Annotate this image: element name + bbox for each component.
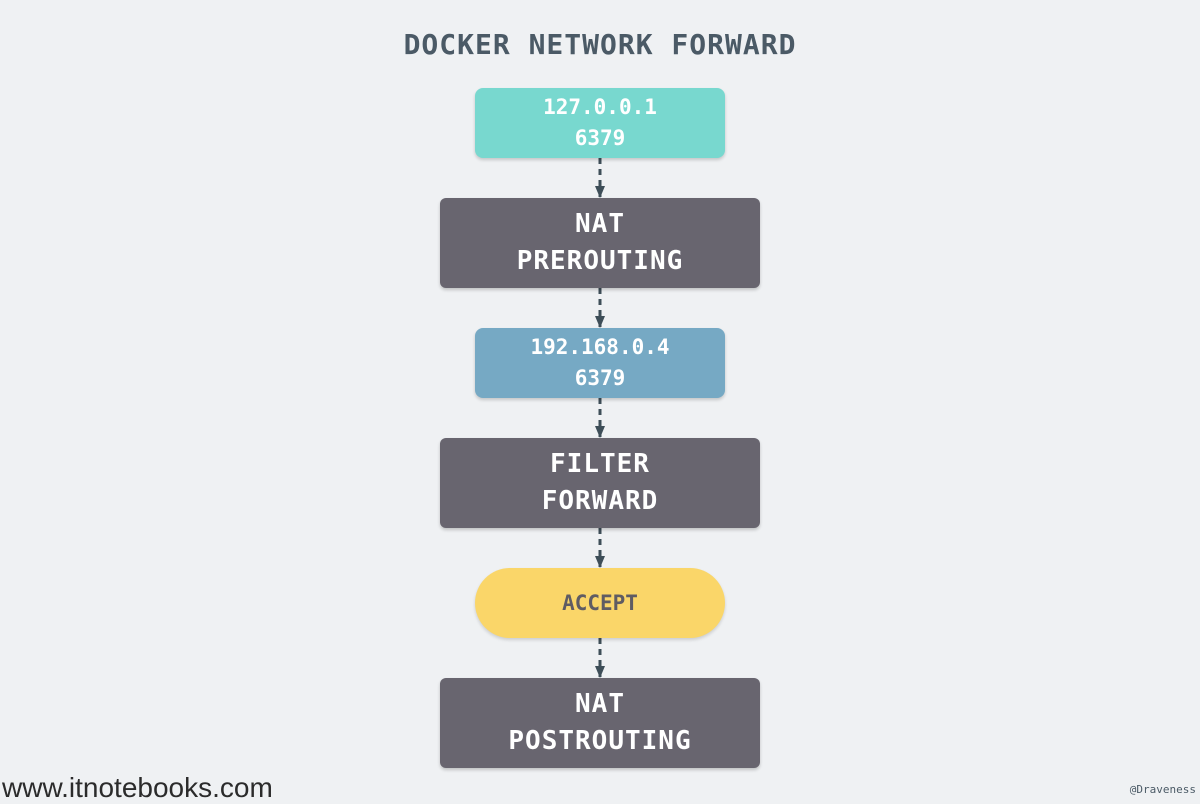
destination-port-label: 6379 (574, 366, 626, 390)
nat-prerouting-table-label: NAT (575, 209, 625, 239)
destination-address-node: 192.168.0.4 6379 (475, 328, 725, 398)
filter-forward-chain-label: FORWARD (541, 486, 659, 516)
source-ip-label: 127.0.0.1 (543, 95, 657, 119)
filter-forward-node: FILTER FORWARD (440, 438, 760, 528)
nat-postrouting-table-label: NAT (575, 689, 625, 719)
source-address-node: 127.0.0.1 6379 (475, 88, 725, 158)
author-credit: @Draveness (1129, 783, 1196, 796)
source-port-label: 6379 (574, 126, 626, 150)
accept-label: ACCEPT (562, 591, 638, 615)
diagram-title: DOCKER NETWORK FORWARD (403, 28, 797, 61)
nat-postrouting-chain-label: POSTROUTING (508, 726, 692, 756)
accept-node: ACCEPT (475, 568, 725, 638)
nat-prerouting-node: NAT PREROUTING (440, 198, 760, 288)
filter-forward-table-label: FILTER (550, 449, 650, 479)
nat-prerouting-chain-label: PREROUTING (516, 246, 684, 276)
site-watermark: www.itnotebooks.com (2, 772, 273, 803)
nat-postrouting-node: NAT POSTROUTING (440, 678, 760, 768)
destination-ip-label: 192.168.0.4 (530, 335, 670, 359)
